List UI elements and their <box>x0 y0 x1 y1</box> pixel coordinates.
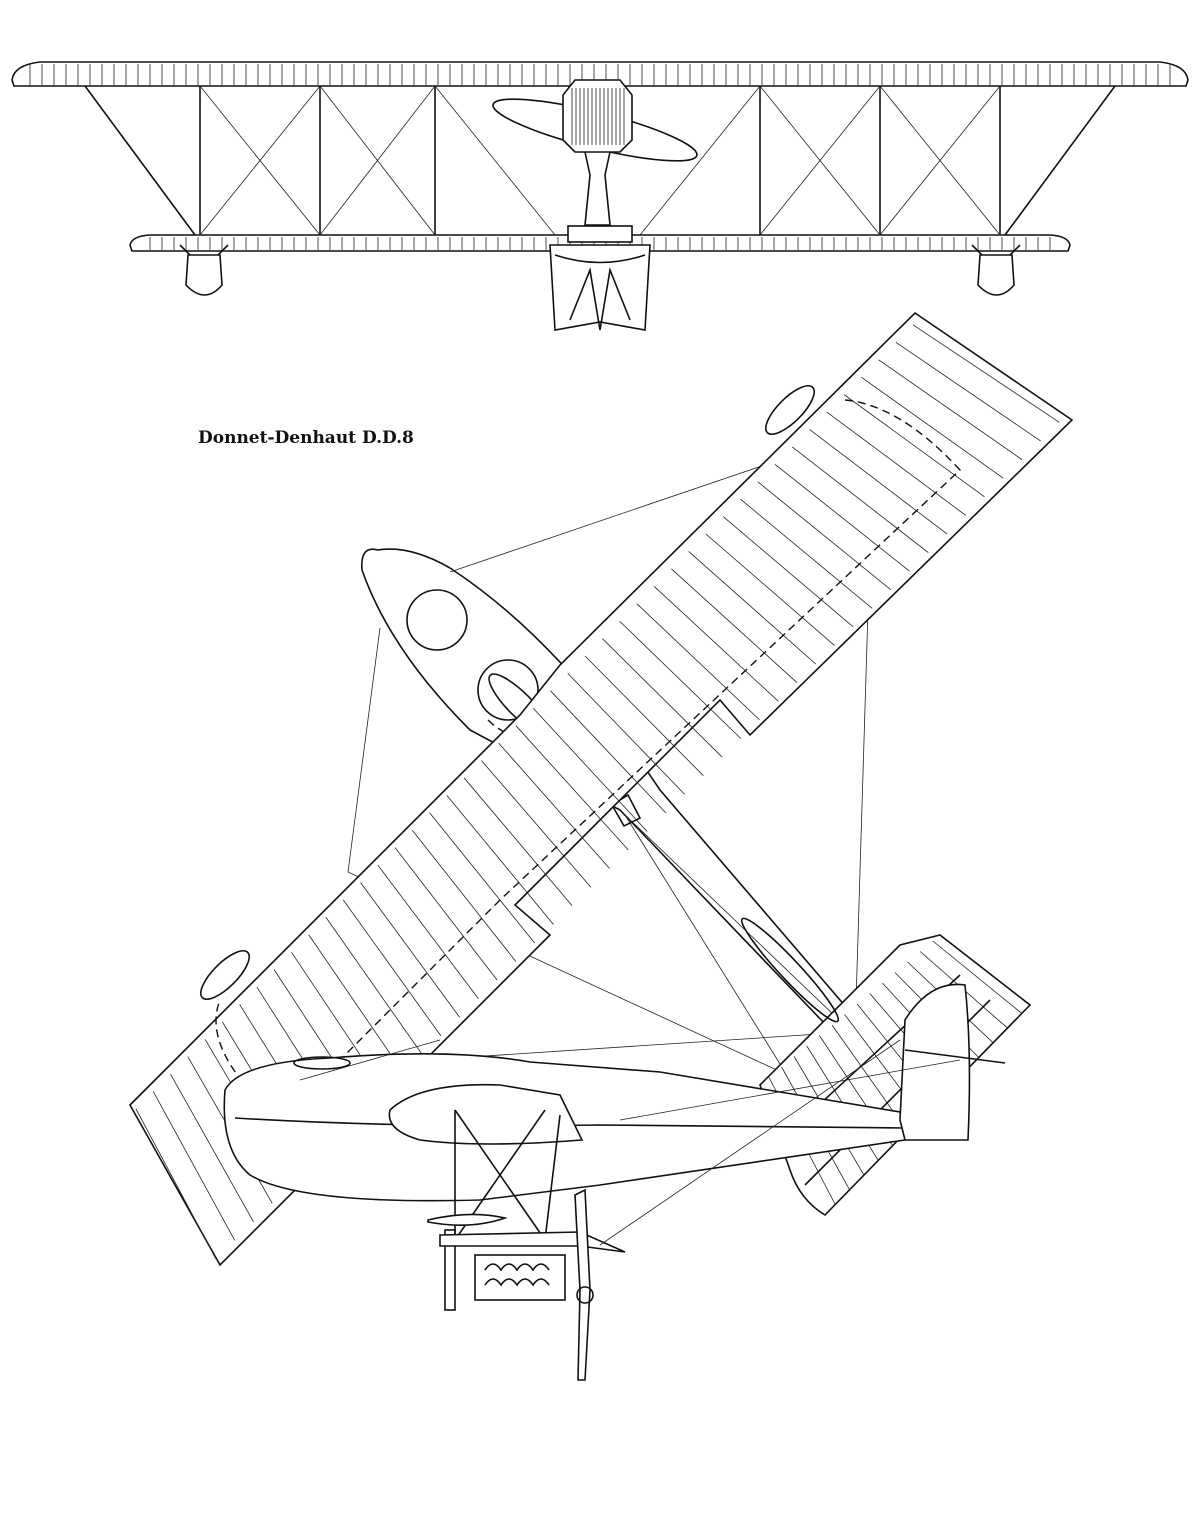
front-radiator <box>562 79 633 153</box>
side-fuel-tank <box>427 1213 508 1226</box>
side-view <box>223 983 1006 1381</box>
plan-main-wing <box>129 311 1074 1267</box>
plan-wing-ribs <box>135 324 1060 1260</box>
side-hull-step <box>388 1083 584 1145</box>
plan-float-upper <box>765 385 815 435</box>
front-strut-left-outer <box>84 85 196 236</box>
front-lower-wing <box>129 234 1071 252</box>
plan-cockpit-front <box>406 589 468 651</box>
front-upper-wing-ribs <box>29 64 1171 85</box>
plan-float-lower <box>200 950 250 1000</box>
side-upper-wing <box>439 1231 626 1253</box>
front-interplane-struts <box>199 85 1001 236</box>
side-fin <box>899 983 971 1141</box>
side-propeller <box>574 1188 591 1381</box>
aircraft-title: Donnet-Denhaut D.D.8 <box>198 428 414 448</box>
plan-view <box>129 311 1074 1267</box>
front-engine-pylon <box>584 151 611 226</box>
front-float-left <box>185 254 223 296</box>
front-float-right <box>977 254 1015 296</box>
plan-cockpit-rear <box>477 659 539 721</box>
side-engine <box>474 1254 566 1301</box>
front-strut-right-outer <box>1004 85 1116 236</box>
front-view <box>11 61 1189 331</box>
front-radiator-grille <box>571 88 625 145</box>
